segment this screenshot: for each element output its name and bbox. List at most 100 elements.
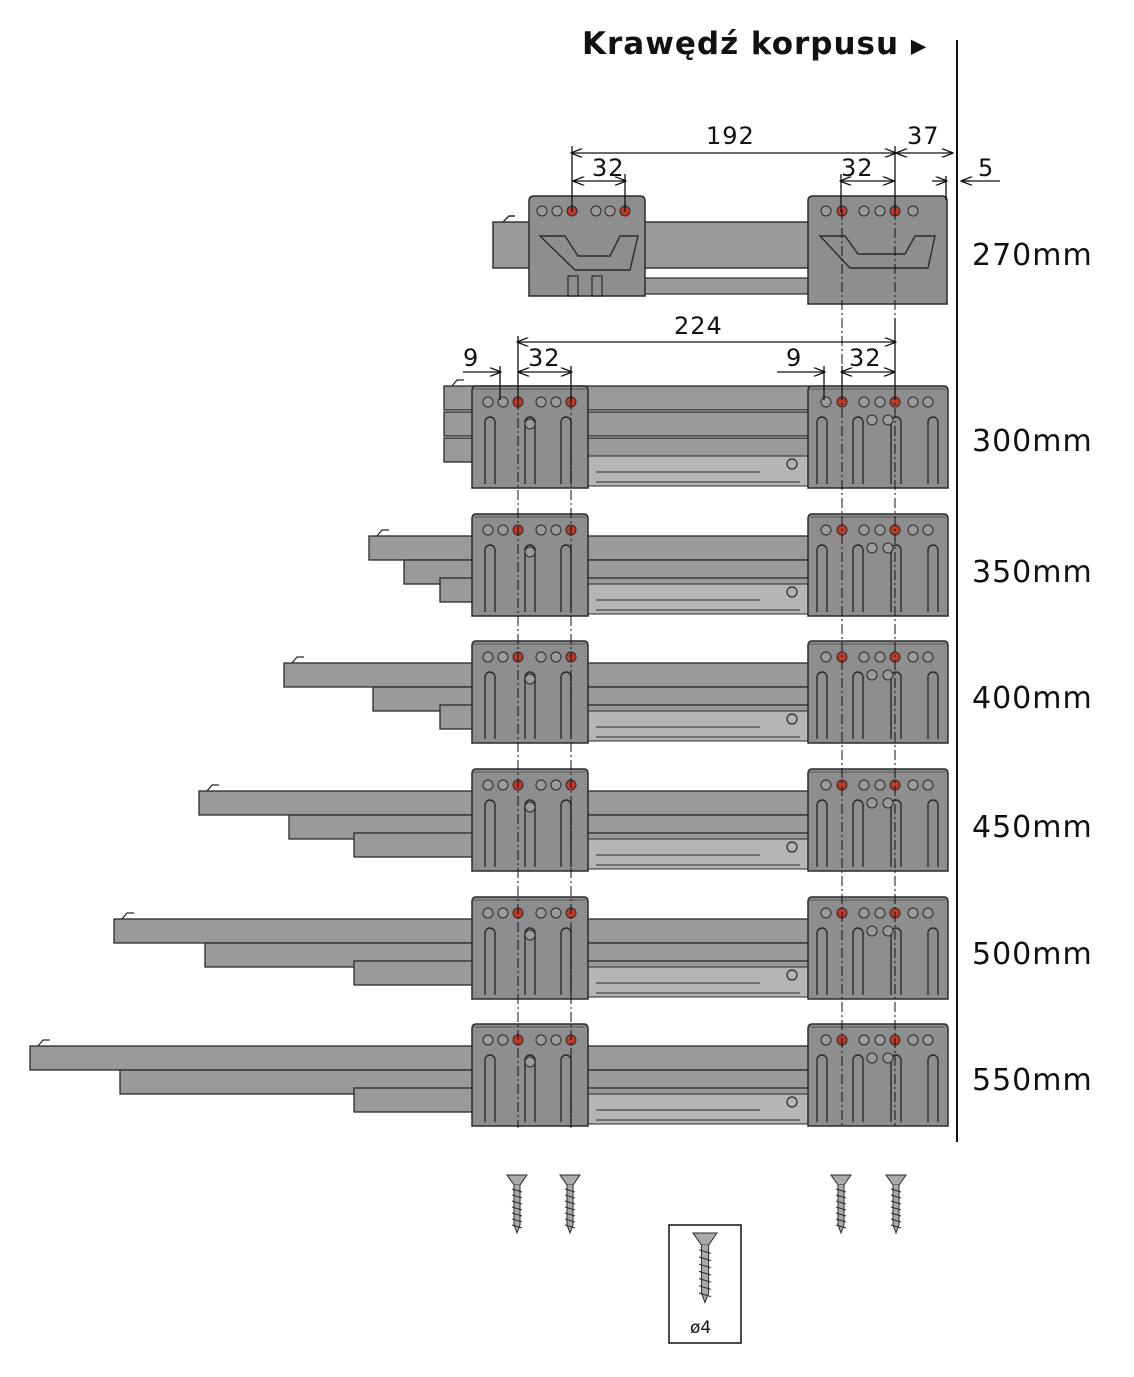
- cutout: [538, 235, 639, 271]
- slide-row-400: [283, 640, 949, 744]
- hook: [451, 379, 464, 387]
- hole: [858, 1034, 870, 1046]
- slot: [927, 544, 939, 612]
- roller: [786, 458, 798, 470]
- roller: [786, 586, 798, 598]
- slot: [816, 1054, 828, 1122]
- slide-mechanism: [587, 455, 809, 487]
- slide-row-350: [368, 513, 949, 617]
- screw-icon: [692, 1232, 718, 1305]
- slot: [484, 799, 496, 867]
- size-label-270: 270mm: [972, 238, 1093, 273]
- slot: [852, 416, 864, 484]
- hole: [874, 205, 886, 217]
- screw-icon: [559, 1174, 581, 1235]
- slot: [927, 1054, 939, 1122]
- screw-icon: [506, 1174, 528, 1235]
- hook: [37, 1039, 50, 1047]
- hole: [922, 651, 934, 663]
- hole: [882, 669, 894, 681]
- hole: [550, 779, 562, 791]
- hole: [907, 524, 919, 536]
- slide-rail: [113, 918, 811, 944]
- hole: [536, 205, 548, 217]
- hole: [590, 205, 602, 217]
- hole: [482, 651, 494, 663]
- hole: [820, 651, 832, 663]
- hole: [524, 673, 536, 685]
- hole: [820, 524, 832, 536]
- hole: [874, 651, 886, 663]
- hole: [550, 651, 562, 663]
- hole: [907, 205, 919, 217]
- size-label-400: 400mm: [972, 681, 1093, 716]
- hole: [922, 1034, 934, 1046]
- size-label-450: 450mm: [972, 810, 1093, 845]
- slot: [852, 1054, 864, 1122]
- slot: [816, 927, 828, 995]
- slot: [484, 544, 496, 612]
- hook: [206, 784, 219, 792]
- size-label-550: 550mm: [972, 1063, 1093, 1098]
- front-bracket: [807, 195, 948, 305]
- slot: [816, 416, 828, 484]
- hole: [482, 779, 494, 791]
- hole: [882, 1052, 894, 1064]
- front-bracket: [807, 1023, 949, 1127]
- roller: [786, 841, 798, 853]
- slot: [484, 416, 496, 484]
- slot: [927, 799, 939, 867]
- hole: [482, 907, 494, 919]
- dim-224-label: 224: [674, 312, 723, 340]
- dim-32-rear-label: 32: [528, 344, 561, 372]
- slide-mechanism: [587, 966, 809, 998]
- hole: [535, 651, 547, 663]
- slot: [484, 927, 496, 995]
- slot: [927, 416, 939, 484]
- slot: [816, 799, 828, 867]
- hole: [866, 797, 878, 809]
- hole: [497, 907, 509, 919]
- hole: [820, 779, 832, 791]
- slide-mechanism: [587, 583, 809, 615]
- hook: [121, 912, 134, 920]
- hole: [497, 524, 509, 536]
- hole: [524, 801, 536, 813]
- front-bracket: [807, 640, 949, 744]
- hole: [922, 779, 934, 791]
- hole: [907, 907, 919, 919]
- size-label-350: 350mm: [972, 555, 1093, 590]
- hole: [882, 797, 894, 809]
- hole: [866, 414, 878, 426]
- hole: [550, 396, 562, 408]
- dim-32-front-top-label: 32: [841, 154, 874, 182]
- hole: [874, 524, 886, 536]
- hole: [524, 1056, 536, 1068]
- hole: [907, 1034, 919, 1046]
- roller: [786, 1096, 798, 1108]
- dim-5-label: 5: [978, 154, 995, 182]
- hole: [858, 205, 870, 217]
- hole: [524, 929, 536, 941]
- hole: [866, 1052, 878, 1064]
- hook: [502, 215, 515, 223]
- hole: [497, 1034, 509, 1046]
- hole: [820, 205, 832, 217]
- rear-bracket: [471, 768, 589, 872]
- slide-row-550: [29, 1023, 949, 1127]
- dim-9-rear-label: 9: [463, 344, 480, 372]
- cutout: [818, 235, 936, 269]
- dim-32-front-label: 32: [849, 344, 882, 372]
- rear-bracket: [528, 195, 646, 297]
- hole: [874, 396, 886, 408]
- hole: [858, 779, 870, 791]
- slide-row-450: [198, 768, 949, 872]
- slot: [816, 671, 828, 739]
- slot: [484, 1054, 496, 1122]
- dim-32-rear-top-label: 32: [592, 154, 625, 182]
- hook: [376, 529, 389, 537]
- slot: [560, 1054, 572, 1122]
- hole: [907, 651, 919, 663]
- hole: [874, 779, 886, 791]
- hole: [882, 925, 894, 937]
